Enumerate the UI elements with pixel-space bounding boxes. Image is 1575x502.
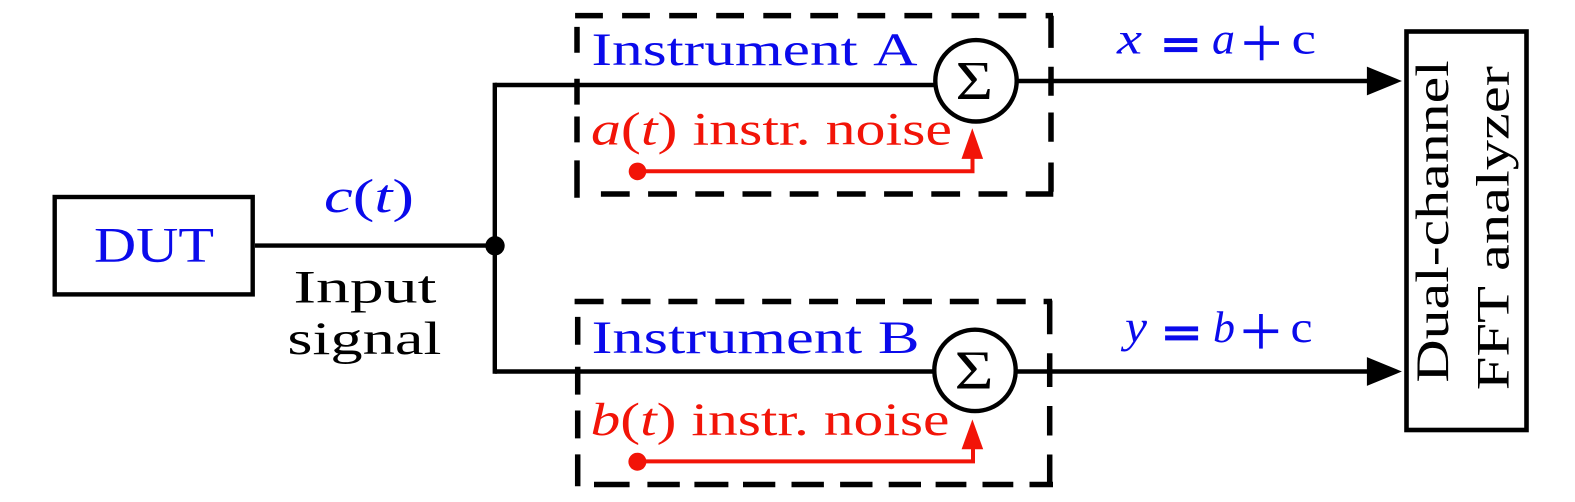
svg-text:Instrument A: Instrument A — [592, 24, 918, 76]
svg-text:a: a — [1212, 15, 1235, 64]
svg-text:Dual-channel: Dual-channel — [1407, 60, 1459, 382]
svg-text:a(t) instr. noise: a(t) instr. noise — [591, 104, 952, 156]
svg-text:b(t) instr. noise: b(t) instr. noise — [591, 394, 950, 446]
svg-text:DUT: DUT — [94, 217, 214, 273]
svg-text:c(t): c(t) — [324, 170, 414, 223]
svg-text:x: x — [1116, 15, 1143, 64]
svg-text:signal: signal — [287, 313, 441, 365]
svg-text:b: b — [1213, 303, 1235, 352]
svg-text:Input: Input — [294, 261, 437, 313]
svg-text:Instrument B: Instrument B — [592, 312, 920, 364]
svg-text:c: c — [1291, 303, 1313, 352]
svg-text:Σ: Σ — [956, 50, 994, 111]
svg-text:Σ: Σ — [955, 340, 994, 401]
svg-text:c: c — [1292, 15, 1317, 64]
svg-text:y: y — [1121, 301, 1148, 352]
svg-text:FFT analyzer: FFT analyzer — [1468, 66, 1520, 391]
